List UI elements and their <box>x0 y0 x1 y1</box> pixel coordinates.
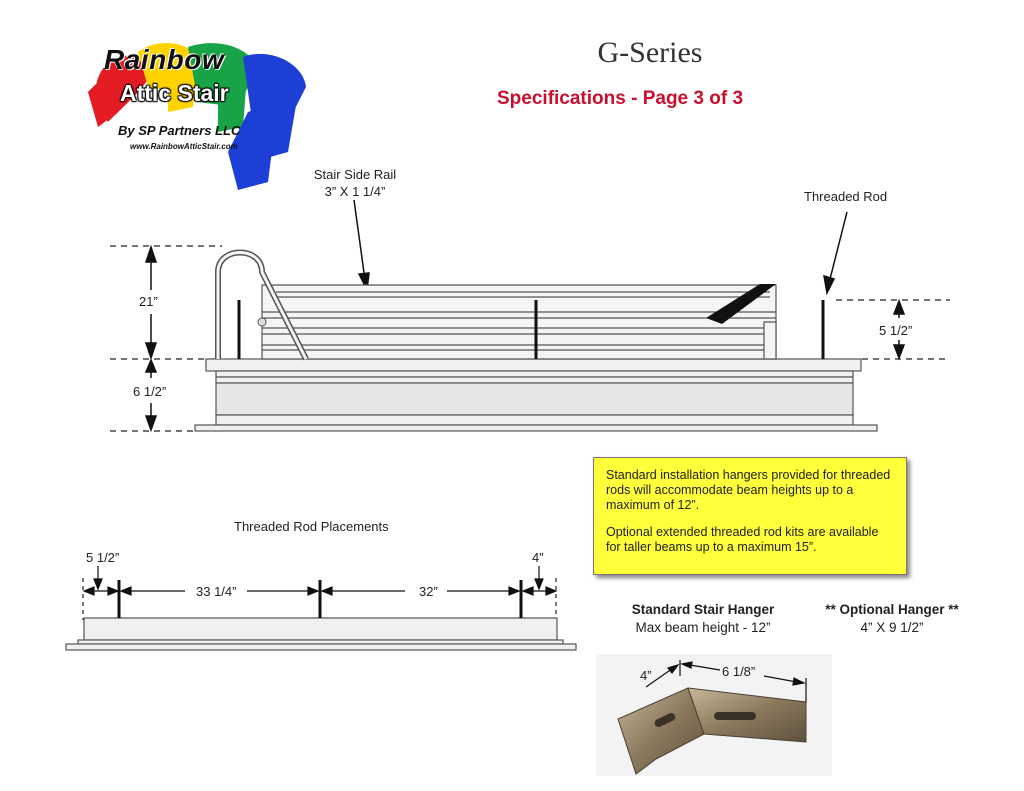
note-paragraph-1: Standard installation hangers provided f… <box>606 468 891 512</box>
placements-title: Threaded Rod Placements <box>234 519 389 534</box>
right-offset-label: 4” <box>532 550 544 565</box>
logo-url: www.RainbowAtticStair.com <box>130 142 238 151</box>
note-paragraph-2: Optional extended threaded rod kits are … <box>606 525 879 554</box>
hanger-dim-6-label: 6 1/8” <box>722 664 756 679</box>
logo-byline: By SP Partners LLC <box>118 123 241 138</box>
standard-hanger-subtitle: Max beam height - 12” <box>635 620 771 635</box>
dim-6-5-label: 6 1/2” <box>133 384 167 399</box>
logo-wordmark-rainbow: Rainbow <box>104 44 225 75</box>
page-subtitle: Specifications - Page 3 of 3 <box>497 88 744 109</box>
standard-hanger-title: Standard Stair Hanger <box>631 602 775 617</box>
rail-size-label: 3” X 1 1/4” <box>324 184 386 199</box>
left-offset-label: 5 1/2” <box>86 550 120 565</box>
threaded-rod-label: Threaded Rod <box>804 189 888 204</box>
dim-5-5-label: 5 1/2” <box>879 323 913 338</box>
gap2-label: 32” <box>419 584 438 599</box>
hanger-dim-4-label: 4” <box>640 668 652 683</box>
rainbow-logo-graphic <box>88 42 306 190</box>
installation-note: Standard installation hangers provided f… <box>593 457 907 575</box>
rail-label: Stair Side Rail <box>313 167 397 182</box>
optional-hanger-size: 4” X 9 1/2” <box>860 620 924 635</box>
stair-hanger-photo <box>596 654 832 776</box>
optional-hanger-title: ** Optional Hanger ** <box>825 602 959 617</box>
dim-21-label: 21” <box>139 294 158 309</box>
gap1-label: 33 1/4” <box>196 584 237 599</box>
logo-wordmark-attic-stair: Attic Stair <box>120 80 229 106</box>
page-title: G-Series <box>597 36 703 69</box>
